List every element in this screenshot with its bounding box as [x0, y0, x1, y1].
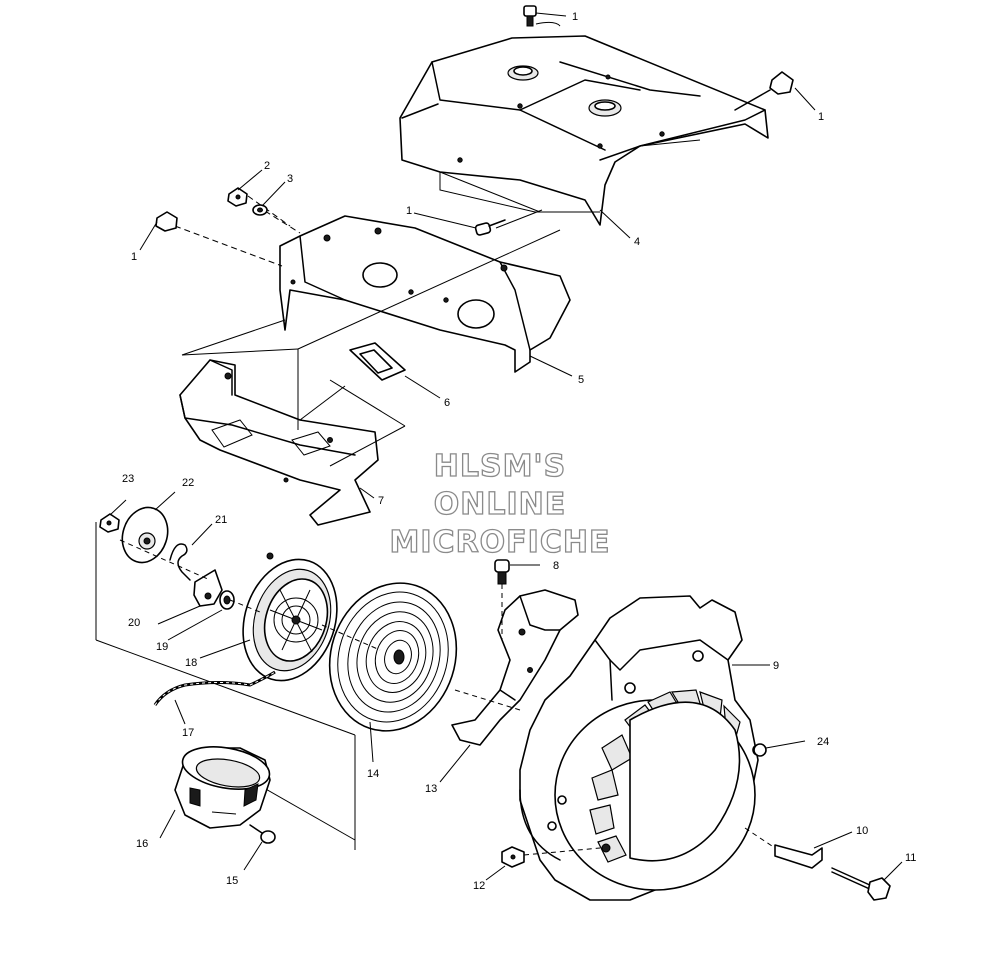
callout-1-left: 1	[131, 251, 137, 263]
guide-lines-upper	[174, 171, 561, 467]
watermark: HLSM'S ONLINE MICROFICHE	[389, 448, 611, 560]
callout-20: 20	[128, 617, 140, 629]
part-4-top-shroud	[399, 35, 769, 226]
part-6-gasket	[349, 342, 406, 381]
part-11-bolt	[831, 867, 891, 901]
callout-10: 10	[856, 825, 868, 837]
callout-leaders	[109, 12, 903, 881]
part-17-starter-rope	[153, 670, 276, 706]
part-10-clamp	[744, 827, 823, 869]
callout-6: 6	[444, 397, 450, 409]
callout-22: 22	[182, 477, 194, 489]
callout-3: 3	[287, 173, 293, 185]
part-9-blower-housing	[519, 595, 764, 901]
callout-1-middle: 1	[406, 205, 412, 217]
callout-18: 18	[185, 657, 197, 669]
part-15-screw	[249, 824, 276, 844]
callout-13: 13	[425, 783, 437, 795]
watermark-line-2: ONLINE	[434, 487, 567, 522]
callout-11: 11	[905, 852, 916, 864]
part-21-spring-clip	[169, 543, 191, 581]
part-3-washer	[252, 204, 268, 216]
part-20-pawl	[193, 569, 223, 607]
watermark-line-3: MICROFICHE	[390, 525, 611, 560]
callout-5: 5	[578, 374, 584, 386]
callout-9: 9	[773, 660, 779, 672]
callout-23: 23	[122, 473, 134, 485]
part-8-bolt	[494, 559, 510, 640]
callout-8: 8	[553, 560, 559, 572]
part-2-nut	[227, 187, 248, 207]
part-1-bolt-top	[523, 5, 561, 27]
part-14-recoil-spring	[328, 582, 521, 732]
part-16-cup	[174, 746, 271, 829]
part-12-nut	[501, 846, 601, 868]
callout-1-right: 1	[818, 111, 824, 123]
part-22-plate	[121, 506, 169, 564]
callout-2: 2	[264, 160, 270, 172]
callout-15: 15	[226, 875, 238, 887]
part-13-bracket	[451, 589, 579, 746]
callout-16: 16	[136, 838, 148, 850]
callout-21: 21	[215, 514, 227, 526]
part-5-baffle-plate	[279, 215, 571, 373]
part-18-rope-pulley	[242, 552, 381, 682]
callout-1-top: 1	[572, 11, 578, 23]
callout-7: 7	[378, 495, 384, 507]
watermark-line-1: HLSM'S	[434, 449, 566, 484]
part-23-nut	[99, 513, 120, 533]
part-1-bolt-right	[734, 71, 794, 111]
part-1-bolt-middle	[474, 219, 506, 236]
callout-19: 19	[156, 641, 168, 653]
part-7-lower-bracket	[179, 359, 379, 526]
callout-24: 24	[817, 736, 829, 748]
callout-14: 14	[367, 768, 379, 780]
callout-12: 12	[473, 880, 485, 892]
callout-4: 4	[634, 236, 640, 248]
callout-numbers: 1 1 2 3 1 1 4 5 6 7 8 9 10 11 12 13 14 1…	[122, 11, 916, 892]
part-19-ratchet	[219, 590, 235, 610]
part-24-screw	[753, 740, 806, 757]
callout-17: 17	[182, 727, 194, 739]
part-1-bolt-left	[155, 211, 178, 232]
